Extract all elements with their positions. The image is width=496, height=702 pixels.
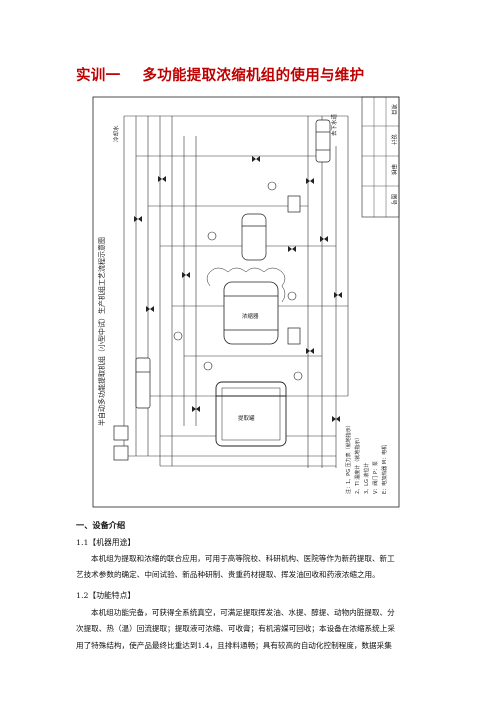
process-flow-diagram: 项目 设计 审核 图号 半自动多功能提取机组（小型中试）生产机组工艺流程示意图 … xyxy=(92,96,400,508)
gauge-symbols xyxy=(173,181,303,381)
paragraph-line: 用了特殊结构，使产品最终比重达到1.4，且排料通畅；具有较高的自动化控制程度，数… xyxy=(76,640,392,650)
gauge-icon xyxy=(267,181,277,191)
concentrator-vessel: 浓缩器 xyxy=(223,281,279,345)
note-line: 2、TI 温度计（就地指示） xyxy=(354,435,361,494)
title-block-cell: 审核 xyxy=(390,164,398,176)
paragraph-line: 本机组功能完备，可获得全系统真空，可满足提取挥发油、水提、醇提、动物内脏提取、分 xyxy=(91,608,395,617)
side-column xyxy=(135,357,151,409)
valve-symbols xyxy=(134,156,342,422)
separator-vessel xyxy=(241,213,267,261)
extraction-tank: 提取罐 xyxy=(215,381,287,447)
diagram-notes: 注：1、PG 压力表（就地指示） 2、TI 温度计（就地指示） 3、LG 液位计… xyxy=(345,422,388,494)
title-block-cell: 项目 xyxy=(390,104,397,115)
usage-paragraph: 本机组为提取和浓缩的联合应用，可用于高等院校、科研机构、医院等作为新药提取、新工… xyxy=(76,551,420,584)
small-equipment xyxy=(113,195,301,461)
valve-icon xyxy=(158,176,166,182)
gauge-icon xyxy=(207,231,217,241)
gauge-icon xyxy=(173,331,183,341)
title-block xyxy=(361,96,400,218)
title-number: 实训一 xyxy=(76,68,121,84)
valve-icon xyxy=(332,416,340,422)
valve-icon xyxy=(252,156,260,162)
features-paragraph: 本机组功能完备，可获得全系统真空，可满足提取挥发油、水提、醇提、动物内脏提取、分… xyxy=(76,605,420,654)
gauge-icon xyxy=(293,371,303,381)
pipe-lines xyxy=(123,115,349,468)
top-left-label: 冷却水 xyxy=(112,125,120,142)
valve-icon xyxy=(288,246,296,252)
gauge-icon xyxy=(287,291,297,301)
valve-icon xyxy=(182,272,190,278)
condenser xyxy=(315,119,331,163)
note-line: E：电加热器 M：电机 xyxy=(381,445,388,494)
section-heading: 一、设备介绍 xyxy=(76,520,126,530)
diagram-frame xyxy=(92,96,400,508)
note-line: V：阀门 P：泵 xyxy=(372,461,379,494)
cloud-outline xyxy=(206,267,286,303)
title-block-cell: 设计 xyxy=(390,134,398,146)
concentrator-label: 浓缩器 xyxy=(242,312,259,320)
valve-icon xyxy=(306,178,314,184)
valve-icon xyxy=(146,306,154,312)
valve-icon xyxy=(306,348,314,354)
title-block-cell: 图号 xyxy=(390,194,398,206)
document-title: 实训一 多功能提取浓缩机组的使用与维护 xyxy=(76,64,436,85)
paragraph-line: 次提取、热（温）回流提取；提取液可浓缩、可收膏；有机溶媒可回收；本设备在浓缩系统… xyxy=(76,624,395,634)
extraction-tank-label: 提取罐 xyxy=(238,414,255,422)
valve-icon xyxy=(134,216,142,222)
subsection-heading-usage: 1.1【机器用途】 xyxy=(76,538,136,547)
note-line: 3、LG 液位计 xyxy=(363,463,370,494)
valve-icon xyxy=(192,406,200,412)
note-line: 注：1、PG 压力表（就地指示） xyxy=(345,422,352,494)
gauge-icon xyxy=(203,361,213,371)
paragraph-line: 本机组为提取和浓缩的联合应用，可用于高等院校、科研机构、医院等作为新药提取、新工 xyxy=(91,554,395,563)
diagram-canvas: 项目 设计 审核 图号 半自动多功能提取机组（小型中试）生产机组工艺流程示意图 … xyxy=(92,96,400,508)
subsection-heading-features: 1.2【功能特点】 xyxy=(76,591,136,600)
diagram-title: 半自动多功能提取机组（小型中试）生产机组工艺流程示意图 xyxy=(97,237,106,426)
title-text: 多功能提取浓缩机组的使用与维护 xyxy=(142,68,365,84)
valve-icon xyxy=(334,292,342,298)
paragraph-line: 艺技术参数的确定、中间试验、新品种研制、贵重药材提取、挥发油回收和药液浓缩之用。 xyxy=(76,570,380,580)
top-right-label: 去下水道 xyxy=(330,113,338,136)
valve-icon xyxy=(320,236,328,242)
